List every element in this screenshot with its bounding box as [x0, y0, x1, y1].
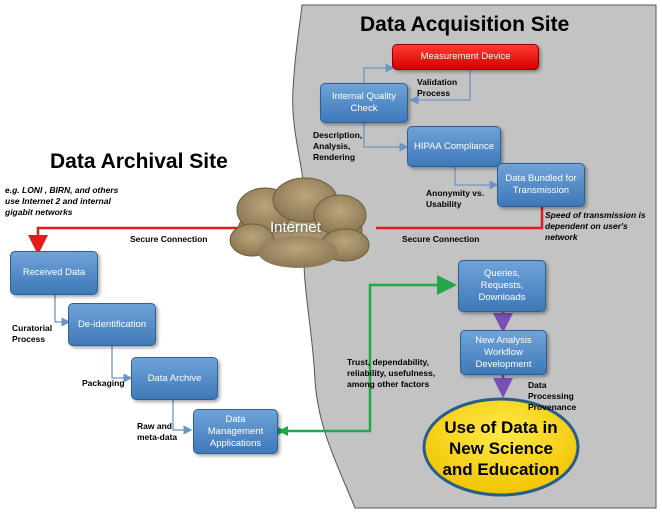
- curatorial-annotation: Curatorial Process: [12, 323, 53, 344]
- use-of-data-label: Use of Data in New Science and Education: [442, 418, 560, 479]
- use-of-data-ellipse: [422, 397, 580, 497]
- flow-arrow-deid-to-archive: [111, 345, 133, 383]
- raw-meta-annotation: Raw and meta-data: [137, 421, 178, 442]
- internal-quality-check-box: Internal Quality Check: [320, 83, 408, 123]
- flow-arrow-device-to-quality: [409, 70, 471, 105]
- secure-connection-right-annotation: Secure Connection: [402, 234, 480, 244]
- received-data-box: Received Data: [10, 251, 98, 295]
- flow-arrow-quality-to-hipaa: [363, 122, 409, 152]
- trust-annotation: Trust, dependability, reliability, usefu…: [347, 357, 436, 389]
- new-analysis-box: New Analysis Workflow Development: [460, 330, 547, 375]
- flow-arrow-hipaa-to-bundle: [454, 167, 499, 190]
- description-annotation: Description, Analysis, Rendering: [313, 130, 363, 162]
- networks-annotation: e.g. LONI , BIRN, and others use Interne…: [5, 185, 119, 217]
- secure-connection-left-annotation: Secure Connection: [130, 234, 208, 244]
- hipaa-compliance-box: HIPAA Compliance: [407, 126, 501, 167]
- archival-site-title: Data Archival Site: [50, 150, 228, 173]
- queries-box: Queries, Requests, Downloads: [458, 260, 546, 312]
- acquisition-site-title: Data Acquisition Site: [360, 13, 570, 36]
- data-processing-annotation: Data Processing Provenance: [528, 380, 577, 412]
- internet-label: Internet: [270, 219, 321, 236]
- de-identification-box: De-identification: [68, 303, 156, 346]
- secure-connection-line-right: [376, 205, 544, 230]
- flow-arrow-archive-to-management: [172, 400, 193, 435]
- packaging-annotation: Packaging: [82, 378, 125, 388]
- data-management-applications-box: Data Management Applications: [193, 409, 278, 454]
- anonymity-annotation: Anonymity vs. Usability: [426, 188, 485, 209]
- validation-process-annotation: Validation Process: [417, 77, 458, 98]
- secure-connection-line-left: [28, 226, 240, 255]
- data-archive-box: Data Archive: [131, 357, 218, 400]
- flow-arrow-received-to-deid: [54, 295, 71, 327]
- trust-connection-line: [266, 275, 457, 441]
- flow-arrow-quality-to-device: [363, 63, 395, 83]
- speed-annotation: Speed of transmission is dependent on us…: [545, 210, 646, 242]
- data-bundled-box: Data Bundled for Transmission: [497, 163, 585, 207]
- measurement-device-box: Measurement Device: [392, 44, 539, 70]
- internet-cloud-icon: [229, 177, 370, 268]
